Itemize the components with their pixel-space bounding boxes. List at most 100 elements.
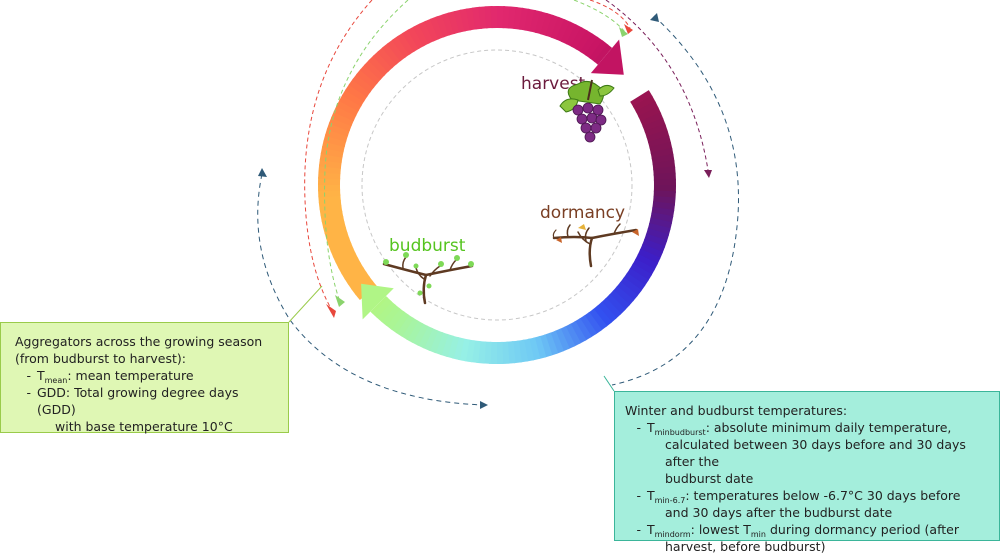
ring-segment	[331, 110, 355, 127]
ring-segment	[592, 305, 613, 328]
tminbudburst-item: - Tminbudburst: absolute minimum daily t…	[636, 420, 952, 437]
ring-segment	[554, 328, 570, 352]
budburst-leaf-icons	[383, 252, 474, 296]
ring-segment	[642, 117, 666, 133]
inner-dashed-circle	[361, 49, 633, 321]
ring-segment	[326, 122, 351, 137]
winter-box-title: Winter and budburst temperatures:	[625, 403, 848, 418]
tmindorm-item: - Tmindorm: lowest Tmin during dormancy …	[636, 522, 960, 539]
ring-segment	[445, 335, 460, 359]
ring-segment	[429, 16, 445, 40]
ring-segment	[490, 5, 499, 29]
ring-segment	[529, 9, 543, 34]
dashed-arc-light-green	[324, 0, 628, 307]
ring-arrowhead	[361, 283, 394, 320]
gdd-item: - GDD: Total growing degree days (GDD)	[26, 385, 239, 417]
ring-segment	[363, 59, 386, 80]
ring-segment	[570, 26, 589, 50]
ring-segment	[370, 296, 388, 314]
ring-segment	[435, 14, 451, 38]
ring-segment	[447, 10, 461, 35]
phenology-cycle-diagram: harvest dormancy budburst	[257, 0, 739, 409]
budburst-label: budburst	[389, 236, 466, 256]
ring-segment	[653, 178, 676, 187]
tminbudburst-line2: calculated between 30 days before and 30…	[665, 437, 966, 469]
ring-segment	[589, 40, 609, 63]
ring-segment	[396, 32, 416, 55]
ring-segment	[608, 290, 631, 311]
ring-segment	[326, 231, 350, 247]
ring-segment	[623, 272, 646, 292]
dormant-leaf-icons	[556, 224, 639, 243]
ring-arrowhead	[590, 39, 624, 75]
ring-segment	[322, 221, 347, 235]
ring-segment	[518, 7, 530, 31]
growing-box-title-line1: Aggregators across the growing season	[15, 334, 263, 349]
ring-segment	[616, 281, 639, 302]
ring-segment	[324, 127, 349, 142]
ring-segment	[381, 42, 402, 65]
ring-segment	[534, 11, 549, 35]
ring-segment	[646, 129, 670, 144]
ring-segment	[574, 318, 592, 341]
ring-segment	[332, 247, 356, 264]
ring-segment	[335, 252, 359, 270]
ring-segment	[644, 123, 668, 139]
ring-segment	[344, 266, 367, 286]
ring-segment	[441, 12, 456, 36]
ring-segment	[405, 320, 424, 344]
growing-season-aggregators-box: Aggregators across the growing season (f…	[0, 322, 289, 434]
ring-segment	[564, 323, 582, 347]
ring-segment	[555, 19, 572, 43]
ring-segment	[412, 23, 430, 47]
leader-line-green	[288, 285, 323, 323]
ring-segment	[372, 50, 394, 73]
ring-segment	[637, 248, 661, 266]
ring-segment	[626, 268, 649, 287]
ring-segment	[647, 222, 671, 237]
ring-segment	[375, 300, 397, 323]
ring-segment	[559, 326, 576, 350]
leader-line-teal	[603, 375, 615, 392]
ring-segment	[418, 20, 435, 44]
growing-box-title-line2: (from budburst to harvest):	[15, 351, 186, 366]
ring-segment	[457, 338, 470, 362]
ring-segment	[524, 8, 537, 32]
ring-segment	[347, 271, 370, 291]
ring-segment	[338, 257, 362, 275]
ring-segment	[629, 263, 653, 282]
ring-segment	[645, 228, 670, 243]
ring-segment	[439, 333, 454, 358]
ring-segment	[650, 212, 674, 225]
ring-segment	[600, 297, 622, 320]
ring-segment	[632, 95, 656, 113]
ring-segment	[380, 304, 401, 327]
ring-segment	[402, 29, 420, 52]
ring-segment	[391, 35, 411, 58]
ring-segment	[651, 206, 675, 218]
ring-segment	[549, 330, 565, 354]
tminbudburst-line3: budburst date	[665, 471, 754, 486]
ring-segment	[634, 253, 658, 271]
ring-segment	[639, 243, 663, 260]
ring-segment	[587, 308, 608, 331]
budburst-vine-icon	[382, 256, 474, 305]
gdd-item-line2: with base temperature 10°C	[55, 419, 233, 434]
dashed-arc-purple	[605, 0, 712, 178]
ring-segment	[632, 258, 656, 277]
ring-segment	[584, 36, 604, 59]
ring-segment	[638, 106, 662, 123]
ring-segment	[411, 322, 429, 346]
ring-segment	[647, 135, 672, 149]
ring-segment	[407, 26, 425, 50]
ring-segment	[328, 237, 352, 253]
ring-segment	[345, 83, 368, 102]
ring-segment	[593, 43, 613, 65]
ring-segment	[451, 336, 465, 361]
ring-segment	[333, 104, 357, 122]
ring-segment	[569, 320, 587, 344]
ring-segment	[321, 139, 346, 153]
ring-segment	[318, 183, 341, 192]
winter-budburst-temperatures-box: Winter and budburst temperatures: - Tmin…	[614, 391, 1000, 554]
tmean-item: - Tmean: mean temperature	[26, 368, 194, 385]
